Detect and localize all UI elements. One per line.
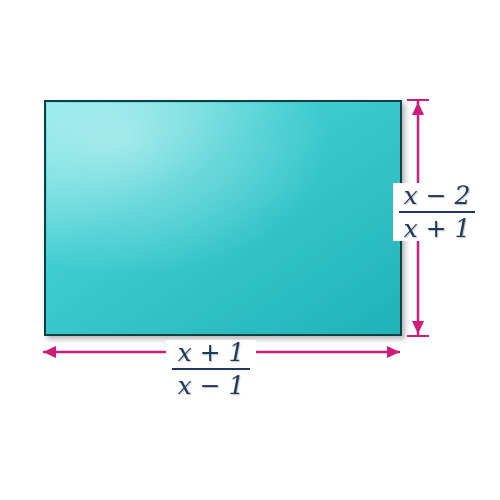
bottom-arrowhead [412,321,424,334]
right-arrowhead [387,346,400,358]
left-arrowhead [43,346,56,358]
rectangle-highlight [47,103,399,333]
height-numerator: x − 2 [403,181,471,210]
width-fraction-label: x + 1 x − 1 [166,340,256,398]
height-fraction-label: x − 2 x + 1 [393,183,481,241]
width-denominator: x − 1 [177,371,245,400]
width-numerator: x + 1 [177,338,245,367]
top-arrowhead [412,102,424,115]
height-denominator: x + 1 [403,214,471,243]
height-fraction-bar [399,211,475,213]
width-fraction-bar [172,368,250,370]
